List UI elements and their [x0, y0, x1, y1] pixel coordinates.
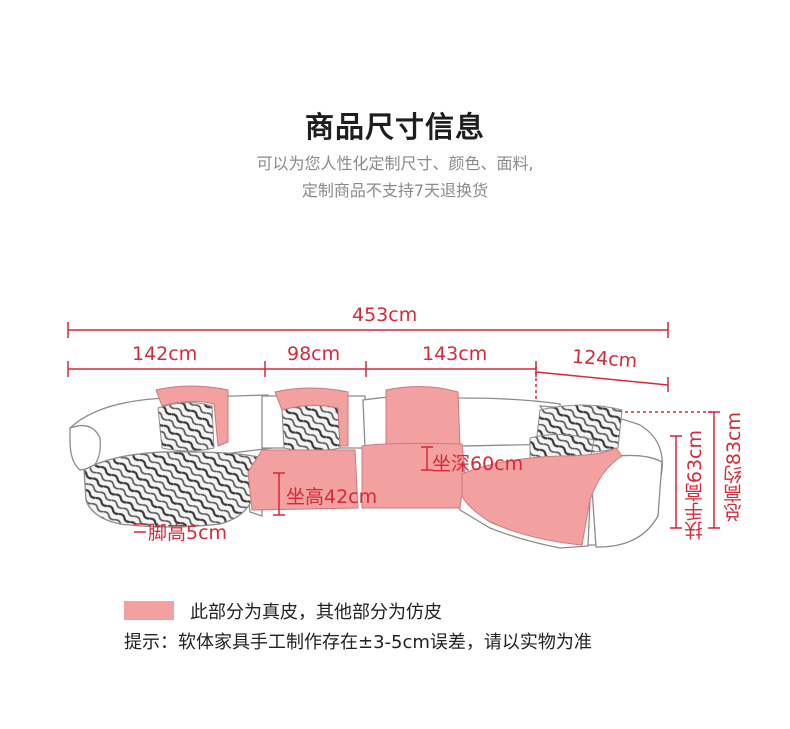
dimension-section-3: 143cm	[422, 343, 488, 365]
page-title: 商品尺寸信息	[304, 110, 485, 144]
patterned-corner-seat	[83, 451, 263, 528]
subtitle-line-1: 可以为您人性化定制尺寸、颜色、面料,	[256, 154, 534, 173]
genuine-leather-parts	[155, 385, 623, 546]
dimension-section-1: 142cm	[132, 343, 198, 365]
dimension-heights	[134, 411, 720, 533]
dimension-seat-height: 坐高42cm	[286, 486, 378, 508]
dimension-seat-depth: 坐深60cm	[432, 453, 524, 475]
subtitle-line-2: 定制商品不支持7天退换货	[301, 181, 489, 200]
dimension-armrest-height: 扶手高63cm	[684, 430, 706, 541]
dimension-total-length-line	[67, 322, 669, 338]
dimension-section-2: 98cm	[287, 343, 341, 365]
dimension-total-length: 453cm	[352, 304, 418, 326]
dimension-section-4: 124cm	[571, 345, 638, 373]
dimension-leg-height: 脚高5cm	[148, 522, 228, 544]
dimension-total-height: 总高约83cm	[723, 412, 745, 523]
tolerance-note: 提示：软体家具手工制作存在±3-5cm误差，请以实物为准	[124, 632, 592, 653]
dimension-segments-line	[67, 361, 669, 400]
legend-swatch	[124, 601, 174, 620]
patterned-pillow-middle	[281, 404, 341, 452]
legend-text: 此部分为真皮，其他部分为仿皮	[190, 602, 442, 623]
patterned-pillow-left	[157, 402, 215, 452]
